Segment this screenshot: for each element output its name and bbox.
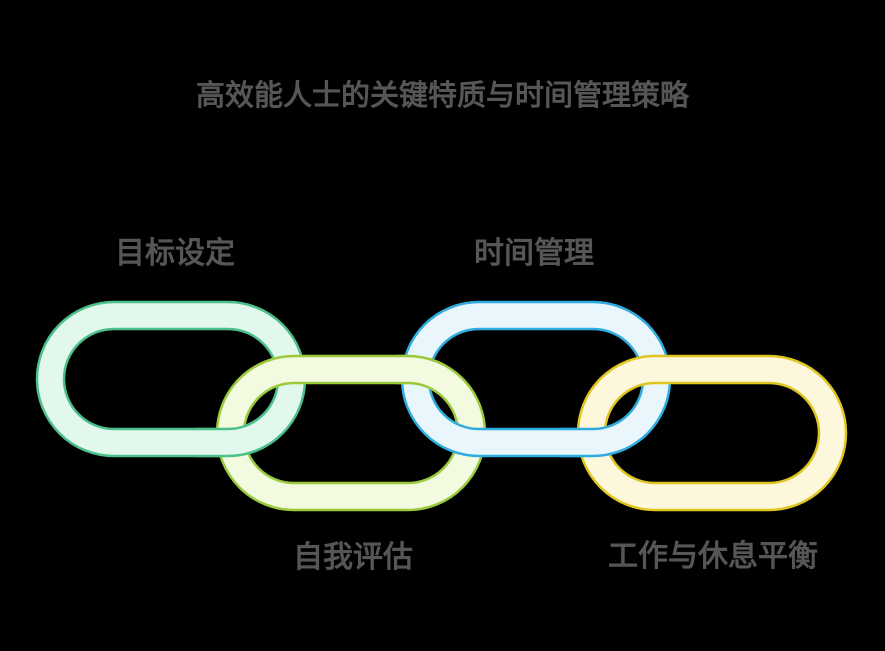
link-label-time-management: 时间管理 [474,237,594,270]
link-label-goal-setting: 目标设定 [115,237,235,270]
chain-link-overlap-patch-goal-setting [196,419,264,458]
chain-link-self-assessment [215,354,487,512]
chain-link-overlap-patch-time-management [560,419,628,458]
link-label-work-rest-balance: 工作与休息平衡 [608,540,818,573]
chain-link-work-rest-balance [576,354,848,512]
chain-link-overlap-patch-self-assessment [396,354,446,394]
link-label-self-assessment: 自我评估 [293,541,413,574]
diagram-title: 高效能人士的关键特质与时间管理策略 [195,80,689,112]
